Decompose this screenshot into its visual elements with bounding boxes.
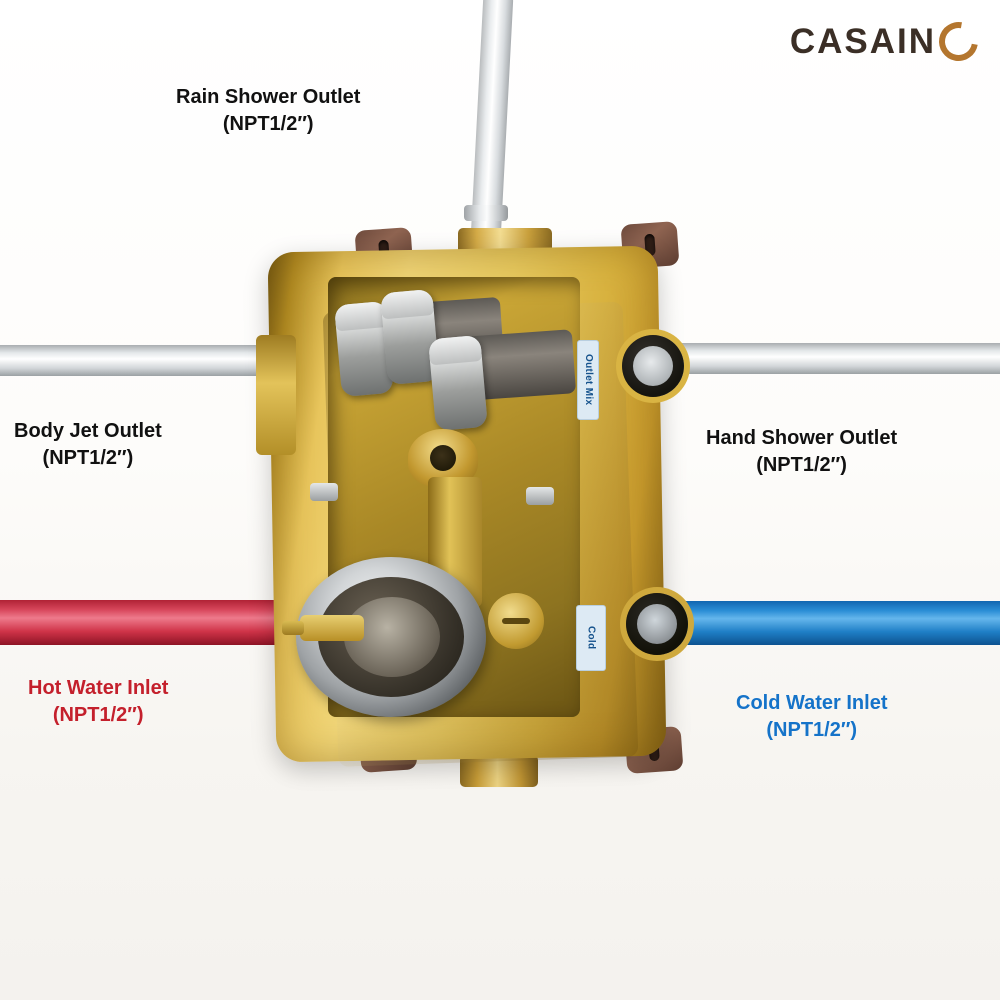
hand-shower-port bbox=[622, 335, 684, 397]
callout-cold-water-inlet: Cold Water Inlet (NPT1/2″) bbox=[736, 690, 887, 744]
piston-cap bbox=[428, 334, 483, 366]
bottom-outlet-collar bbox=[460, 755, 538, 787]
outlet-mix-label: Outlet Mix bbox=[577, 340, 599, 420]
callout-spec: (NPT1/2″) bbox=[42, 447, 134, 469]
callout-body-jet-outlet: Body Jet Outlet (NPT1/2″) bbox=[14, 418, 162, 472]
cold-label: Cold bbox=[576, 605, 606, 671]
diverter-piston-3 bbox=[428, 334, 488, 432]
body-jet-pipe bbox=[0, 345, 290, 376]
cold-water-port-bore bbox=[637, 604, 677, 644]
callout-rain-shower-outlet: Rain Shower Outlet (NPT1/2″) bbox=[176, 84, 360, 138]
thermostatic-cartridge bbox=[282, 557, 486, 717]
hot-water-pipe bbox=[0, 600, 290, 645]
check-valve-screw bbox=[488, 593, 544, 649]
callout-title: Rain Shower Outlet bbox=[176, 86, 361, 108]
rain-shower-pipe-collar bbox=[464, 205, 508, 221]
cold-water-pipe bbox=[650, 601, 1000, 645]
cartridge-stem bbox=[300, 615, 364, 641]
test-plug-left bbox=[310, 483, 338, 501]
cold-label-text: Cold bbox=[585, 626, 597, 650]
callout-spec: (NPT1/2″) bbox=[756, 454, 847, 476]
hand-shower-pipe bbox=[640, 343, 1000, 374]
callout-hand-shower-outlet: Hand Shower Outlet (NPT1/2″) bbox=[706, 425, 897, 479]
callout-title: Hot Water Inlet bbox=[28, 677, 169, 699]
hand-shower-port-bore bbox=[633, 346, 673, 386]
piston-cap bbox=[380, 288, 435, 320]
body-jet-port bbox=[256, 335, 296, 455]
callout-spec: (NPT1/2″) bbox=[52, 704, 144, 726]
callout-hot-water-inlet: Hot Water Inlet (NPT1/2″) bbox=[28, 675, 168, 729]
callout-title: Body Jet Outlet bbox=[14, 420, 162, 442]
valve-body-assembly bbox=[250, 215, 700, 795]
cold-water-port bbox=[626, 593, 688, 655]
test-plug-right bbox=[526, 487, 554, 505]
callout-title: Hand Shower Outlet bbox=[706, 427, 898, 449]
brand-name: CASAIN bbox=[789, 22, 936, 61]
brand-logo: CASAIN bbox=[789, 14, 986, 69]
brand-ring-icon bbox=[931, 14, 986, 69]
callout-spec: (NPT1/2″) bbox=[766, 719, 858, 741]
callout-spec: (NPT1/2″) bbox=[222, 113, 314, 135]
cartridge-stem-tip bbox=[282, 621, 304, 635]
piston-cap bbox=[334, 300, 389, 332]
callout-title: Cold Water Inlet bbox=[736, 692, 888, 714]
